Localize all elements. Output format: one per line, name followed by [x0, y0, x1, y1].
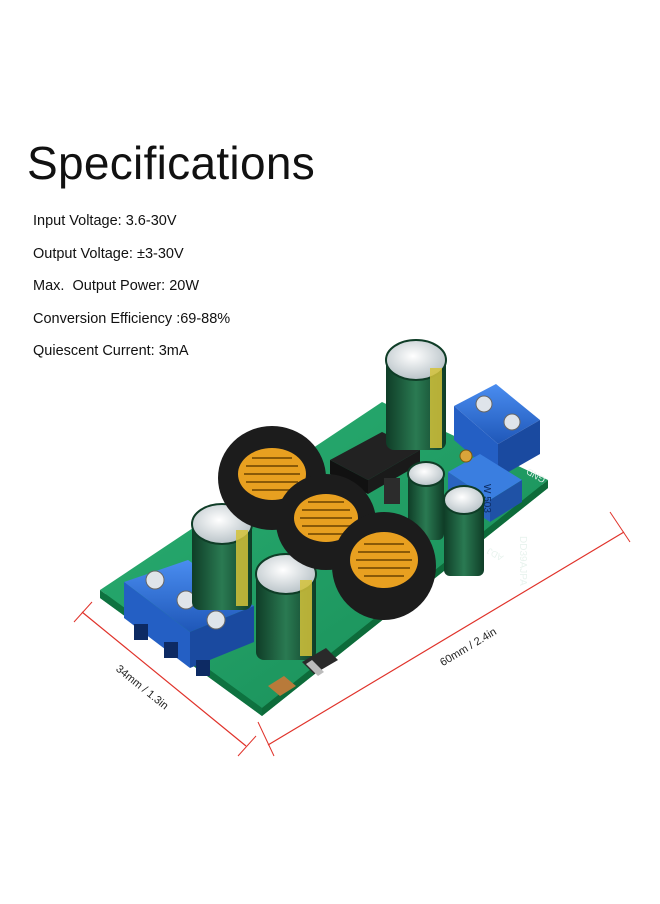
- pot-label: W 503: [481, 484, 492, 513]
- specs-list: Input Voltage: 3.6-30V Output Voltage: ±…: [33, 212, 230, 375]
- length-label: 60mm / 2.4in: [438, 626, 499, 669]
- inductor-3: [332, 512, 436, 620]
- board-adj-label: ADJ: [485, 546, 505, 563]
- width-label: 34mm / 1.3in: [113, 663, 170, 712]
- spec-output-voltage: Output Voltage: ±3-30V: [33, 245, 184, 262]
- capacitor-front: [255, 553, 317, 660]
- input-terminal-block: [124, 560, 254, 676]
- spec-input-voltage: Input Voltage: 3.6-30V: [33, 213, 177, 229]
- capacitor-small-1: [407, 461, 445, 540]
- spec-quiescent-current: Quiescent Current: 3mA: [33, 343, 189, 359]
- spec-conversion-efficiency: Conversion Efficiency :69-88%: [33, 310, 231, 327]
- diode: [302, 648, 338, 676]
- spec-output-power: Max. Output Power: 20W: [33, 278, 200, 294]
- board-model-label: DD39AJPA: [517, 536, 528, 586]
- capacitor-small-2: [443, 485, 485, 576]
- capacitor-top: [385, 339, 447, 450]
- smd-capacitor: [268, 676, 296, 696]
- page-title: Specifications: [27, 137, 316, 189]
